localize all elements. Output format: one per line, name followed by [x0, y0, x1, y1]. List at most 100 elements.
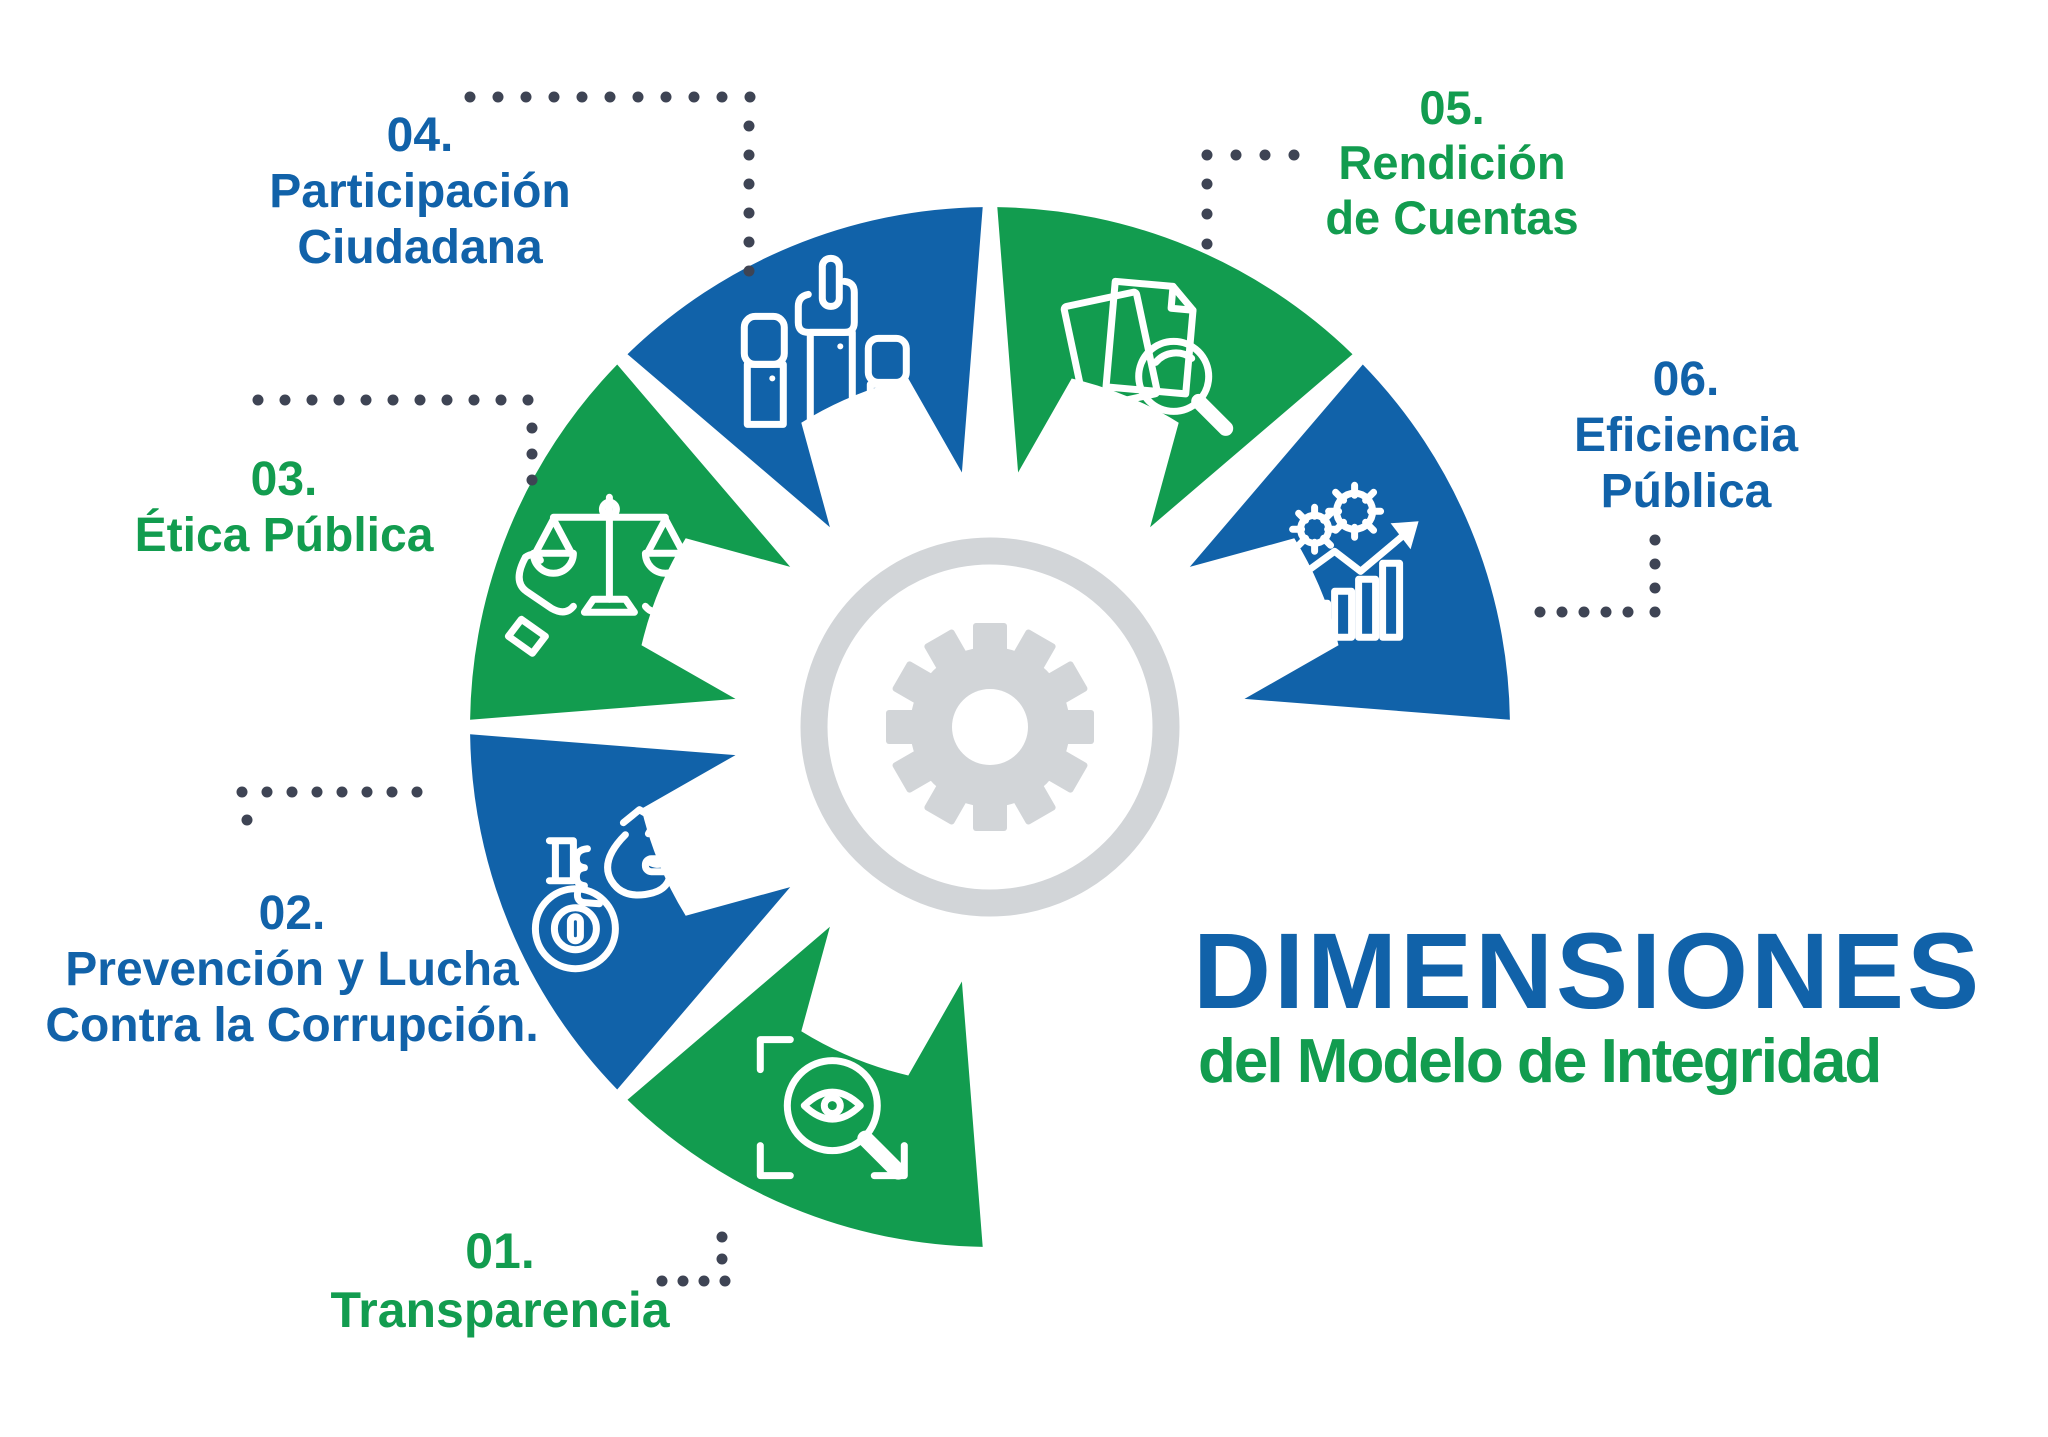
connector-dot [743, 207, 755, 219]
segment-06-arc [1189, 364, 1510, 720]
dimension-label-line: 02. [258, 887, 326, 940]
connector-dot [1201, 238, 1213, 250]
dimension-label-line: 04. [386, 109, 454, 162]
page-subtitle: del Modelo de Integridad [1198, 1027, 1882, 1096]
connector-dot [1230, 149, 1242, 161]
connector-dot [311, 786, 323, 798]
dimension-label-line: Rendición [1338, 136, 1566, 189]
scales-in-hands-icon [504, 493, 714, 657]
connector-dot [743, 149, 755, 161]
raised-hands-icon [740, 254, 910, 428]
gear-icon [886, 623, 1094, 831]
connector-dot [236, 786, 248, 798]
label-03-etica-publica: 03.Ética Pública [135, 452, 434, 564]
connector-dot [1534, 606, 1546, 618]
connector-dot [279, 394, 291, 406]
connector-dot [677, 1275, 689, 1287]
connector-dot [1649, 534, 1661, 546]
dimension-label-line: 01. [465, 1223, 535, 1279]
connector-dot [716, 1231, 728, 1243]
connector-dot [716, 1253, 728, 1265]
connector-dot [526, 422, 538, 434]
connector-dot [688, 91, 700, 103]
segment-05-arc [997, 207, 1353, 528]
connector-dot [495, 394, 507, 406]
connector-dot [387, 394, 399, 406]
connector-dot [1622, 606, 1634, 618]
connector-dot [386, 786, 398, 798]
connector-dot [1649, 582, 1661, 594]
connector-dot [743, 265, 755, 277]
connector-dot [716, 91, 728, 103]
dimension-label-line: Pública [1600, 465, 1772, 518]
connector-dot [548, 91, 560, 103]
connector-dot [1556, 606, 1568, 618]
connector-dot [361, 786, 373, 798]
connector-dot [1201, 208, 1213, 220]
connector-dot [252, 394, 264, 406]
connector-dot [414, 394, 426, 406]
connector-dot [411, 786, 423, 798]
connector-dot [660, 91, 672, 103]
connector-dot [468, 394, 480, 406]
gears-growth-chart-icon [1283, 481, 1419, 641]
dimension-label-line: Ética Pública [134, 509, 434, 562]
connector-dot [1649, 558, 1661, 570]
dimension-label-line: Contra la Corrupción. [45, 999, 539, 1052]
segment-02-arc [470, 734, 791, 1090]
connector-dot [1600, 606, 1612, 618]
connector-dot [1201, 178, 1213, 190]
connector-dot [743, 236, 755, 248]
dimension-label-line: Ciudadana [297, 221, 543, 274]
dimension-label-line: Eficiencia [1573, 409, 1799, 462]
connector-dot [604, 91, 616, 103]
connector-dot [520, 91, 532, 103]
connector-dot [576, 91, 588, 103]
segment-04-arc [627, 207, 983, 528]
connector-dot [464, 91, 476, 103]
connector-dot [261, 786, 273, 798]
connector-dot [719, 1275, 731, 1287]
connector-dot [306, 394, 318, 406]
connector-dot [698, 1275, 710, 1287]
connector-dot [360, 394, 372, 406]
connector-dot [1649, 606, 1661, 618]
dimension-label-line: de Cuentas [1325, 191, 1579, 244]
page-title: DIMENSIONES [1193, 910, 1983, 1031]
connector-dot [241, 814, 253, 826]
connector-dot [744, 91, 756, 103]
dimension-label-line: Participación [269, 165, 571, 218]
connector-dot [441, 394, 453, 406]
connector-dot [632, 91, 644, 103]
center-circle-outline [800, 537, 1180, 917]
connector-dot [1259, 149, 1271, 161]
connector-dot [526, 448, 538, 460]
dimension-label-line: 03. [250, 453, 318, 506]
connector-dot [526, 474, 538, 486]
connector-dot [1288, 149, 1300, 161]
label-01-transparencia: 01.Transparencia [330, 1222, 669, 1340]
dotted-connectors [236, 91, 1661, 1287]
dimension-label-line: Prevención y Lucha [65, 943, 519, 996]
dimension-label-line: 05. [1419, 81, 1485, 134]
connector-dot [286, 786, 298, 798]
documents-magnifier-icon [1060, 277, 1234, 436]
connector-dot [492, 91, 504, 103]
connector-dot [336, 786, 348, 798]
connector-dot [1201, 149, 1213, 161]
money-bag-lock-icon [531, 806, 683, 973]
connector-dot [1578, 606, 1590, 618]
segment-03-arc [470, 364, 791, 720]
connector-dot [656, 1275, 668, 1287]
connector-dot [522, 394, 534, 406]
connector-dot [333, 394, 345, 406]
dimension-label-line: 06. [1652, 353, 1720, 406]
transparency-eye-magnifier-icon [756, 1036, 908, 1180]
dimension-label-line: Transparencia [330, 1282, 670, 1338]
